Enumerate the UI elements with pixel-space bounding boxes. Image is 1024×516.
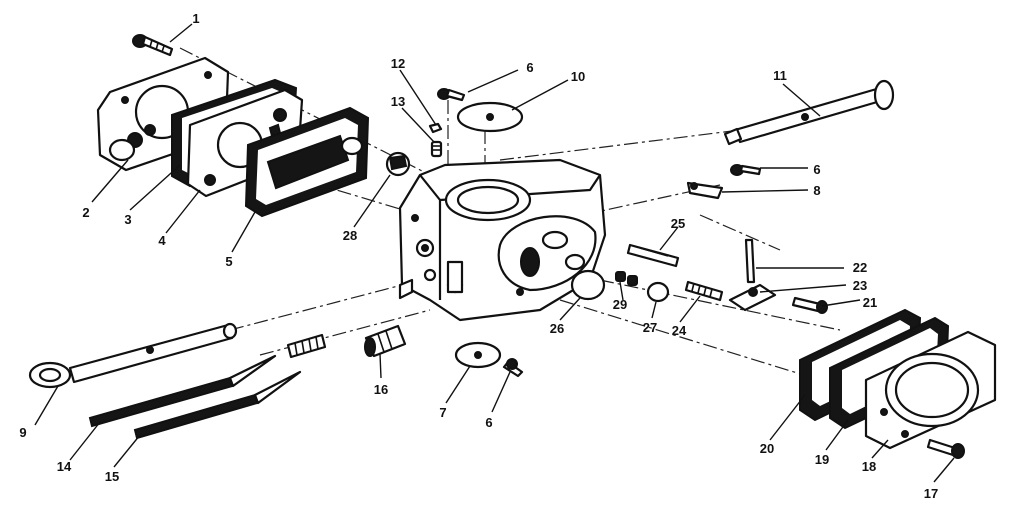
needle-part-14 <box>88 354 277 428</box>
screw-part-1 <box>132 34 174 57</box>
callout-14: 14 <box>57 459 72 474</box>
callout-26: 26 <box>550 321 564 336</box>
spring-plug-part-16 <box>364 324 407 358</box>
screw-and-lever-parts-6-8 <box>686 164 762 200</box>
needle-seat-part-25 <box>626 243 680 268</box>
callout-leader-lines <box>34 23 955 483</box>
callout-8: 8 <box>813 183 820 198</box>
metering-cover-part-18 <box>864 330 997 450</box>
small-parts-26-27-29 <box>570 269 670 303</box>
callout-15: 15 <box>105 469 119 484</box>
callout-18: 18 <box>862 459 876 474</box>
lever-pin-screw-parts-21-22-23 <box>728 238 828 314</box>
callout-19: 19 <box>815 452 829 467</box>
callout-28: 28 <box>343 228 357 243</box>
callout-5: 5 <box>225 254 232 269</box>
callout-10: 10 <box>571 69 585 84</box>
needle-part-15 <box>133 370 302 440</box>
callout-3: 3 <box>124 212 131 227</box>
callout-20: 20 <box>760 441 774 456</box>
callout-2: 2 <box>82 205 89 220</box>
screw-and-disc-parts-6-10 <box>437 88 524 133</box>
plug-part-28 <box>385 151 411 177</box>
callout-12: 12 <box>391 56 405 71</box>
callout-13: 13 <box>391 94 405 109</box>
callout-6-right: 6 <box>813 162 820 177</box>
callout-21: 21 <box>863 295 877 310</box>
callout-7: 7 <box>439 405 446 420</box>
callout-16: 16 <box>374 382 388 397</box>
throttle-shaft-part-11 <box>723 79 895 146</box>
carburetor-body <box>398 158 607 322</box>
disc-and-screw-parts-6-7 <box>454 341 524 378</box>
callout-labels: 1 2 3 4 5 6 6 6 7 8 9 10 11 12 13 14 15 … <box>19 11 938 501</box>
callout-22: 22 <box>853 260 867 275</box>
callout-25: 25 <box>671 216 685 231</box>
callout-6-top: 6 <box>526 60 533 75</box>
needle-springs <box>286 333 327 359</box>
callout-29: 29 <box>613 297 627 312</box>
choke-shaft-part-9 <box>28 322 238 389</box>
screw-part-17 <box>926 438 965 459</box>
callout-24: 24 <box>672 323 687 338</box>
callout-6-bottom: 6 <box>485 415 492 430</box>
callout-17: 17 <box>924 486 938 501</box>
callout-11: 11 <box>773 68 787 83</box>
callout-23: 23 <box>853 278 867 293</box>
callout-4: 4 <box>158 233 166 248</box>
callout-27: 27 <box>643 320 657 335</box>
spring-part-24 <box>684 280 724 302</box>
callout-1: 1 <box>192 11 199 26</box>
screen-gasket-part-5 <box>244 106 370 218</box>
callout-9: 9 <box>19 425 26 440</box>
